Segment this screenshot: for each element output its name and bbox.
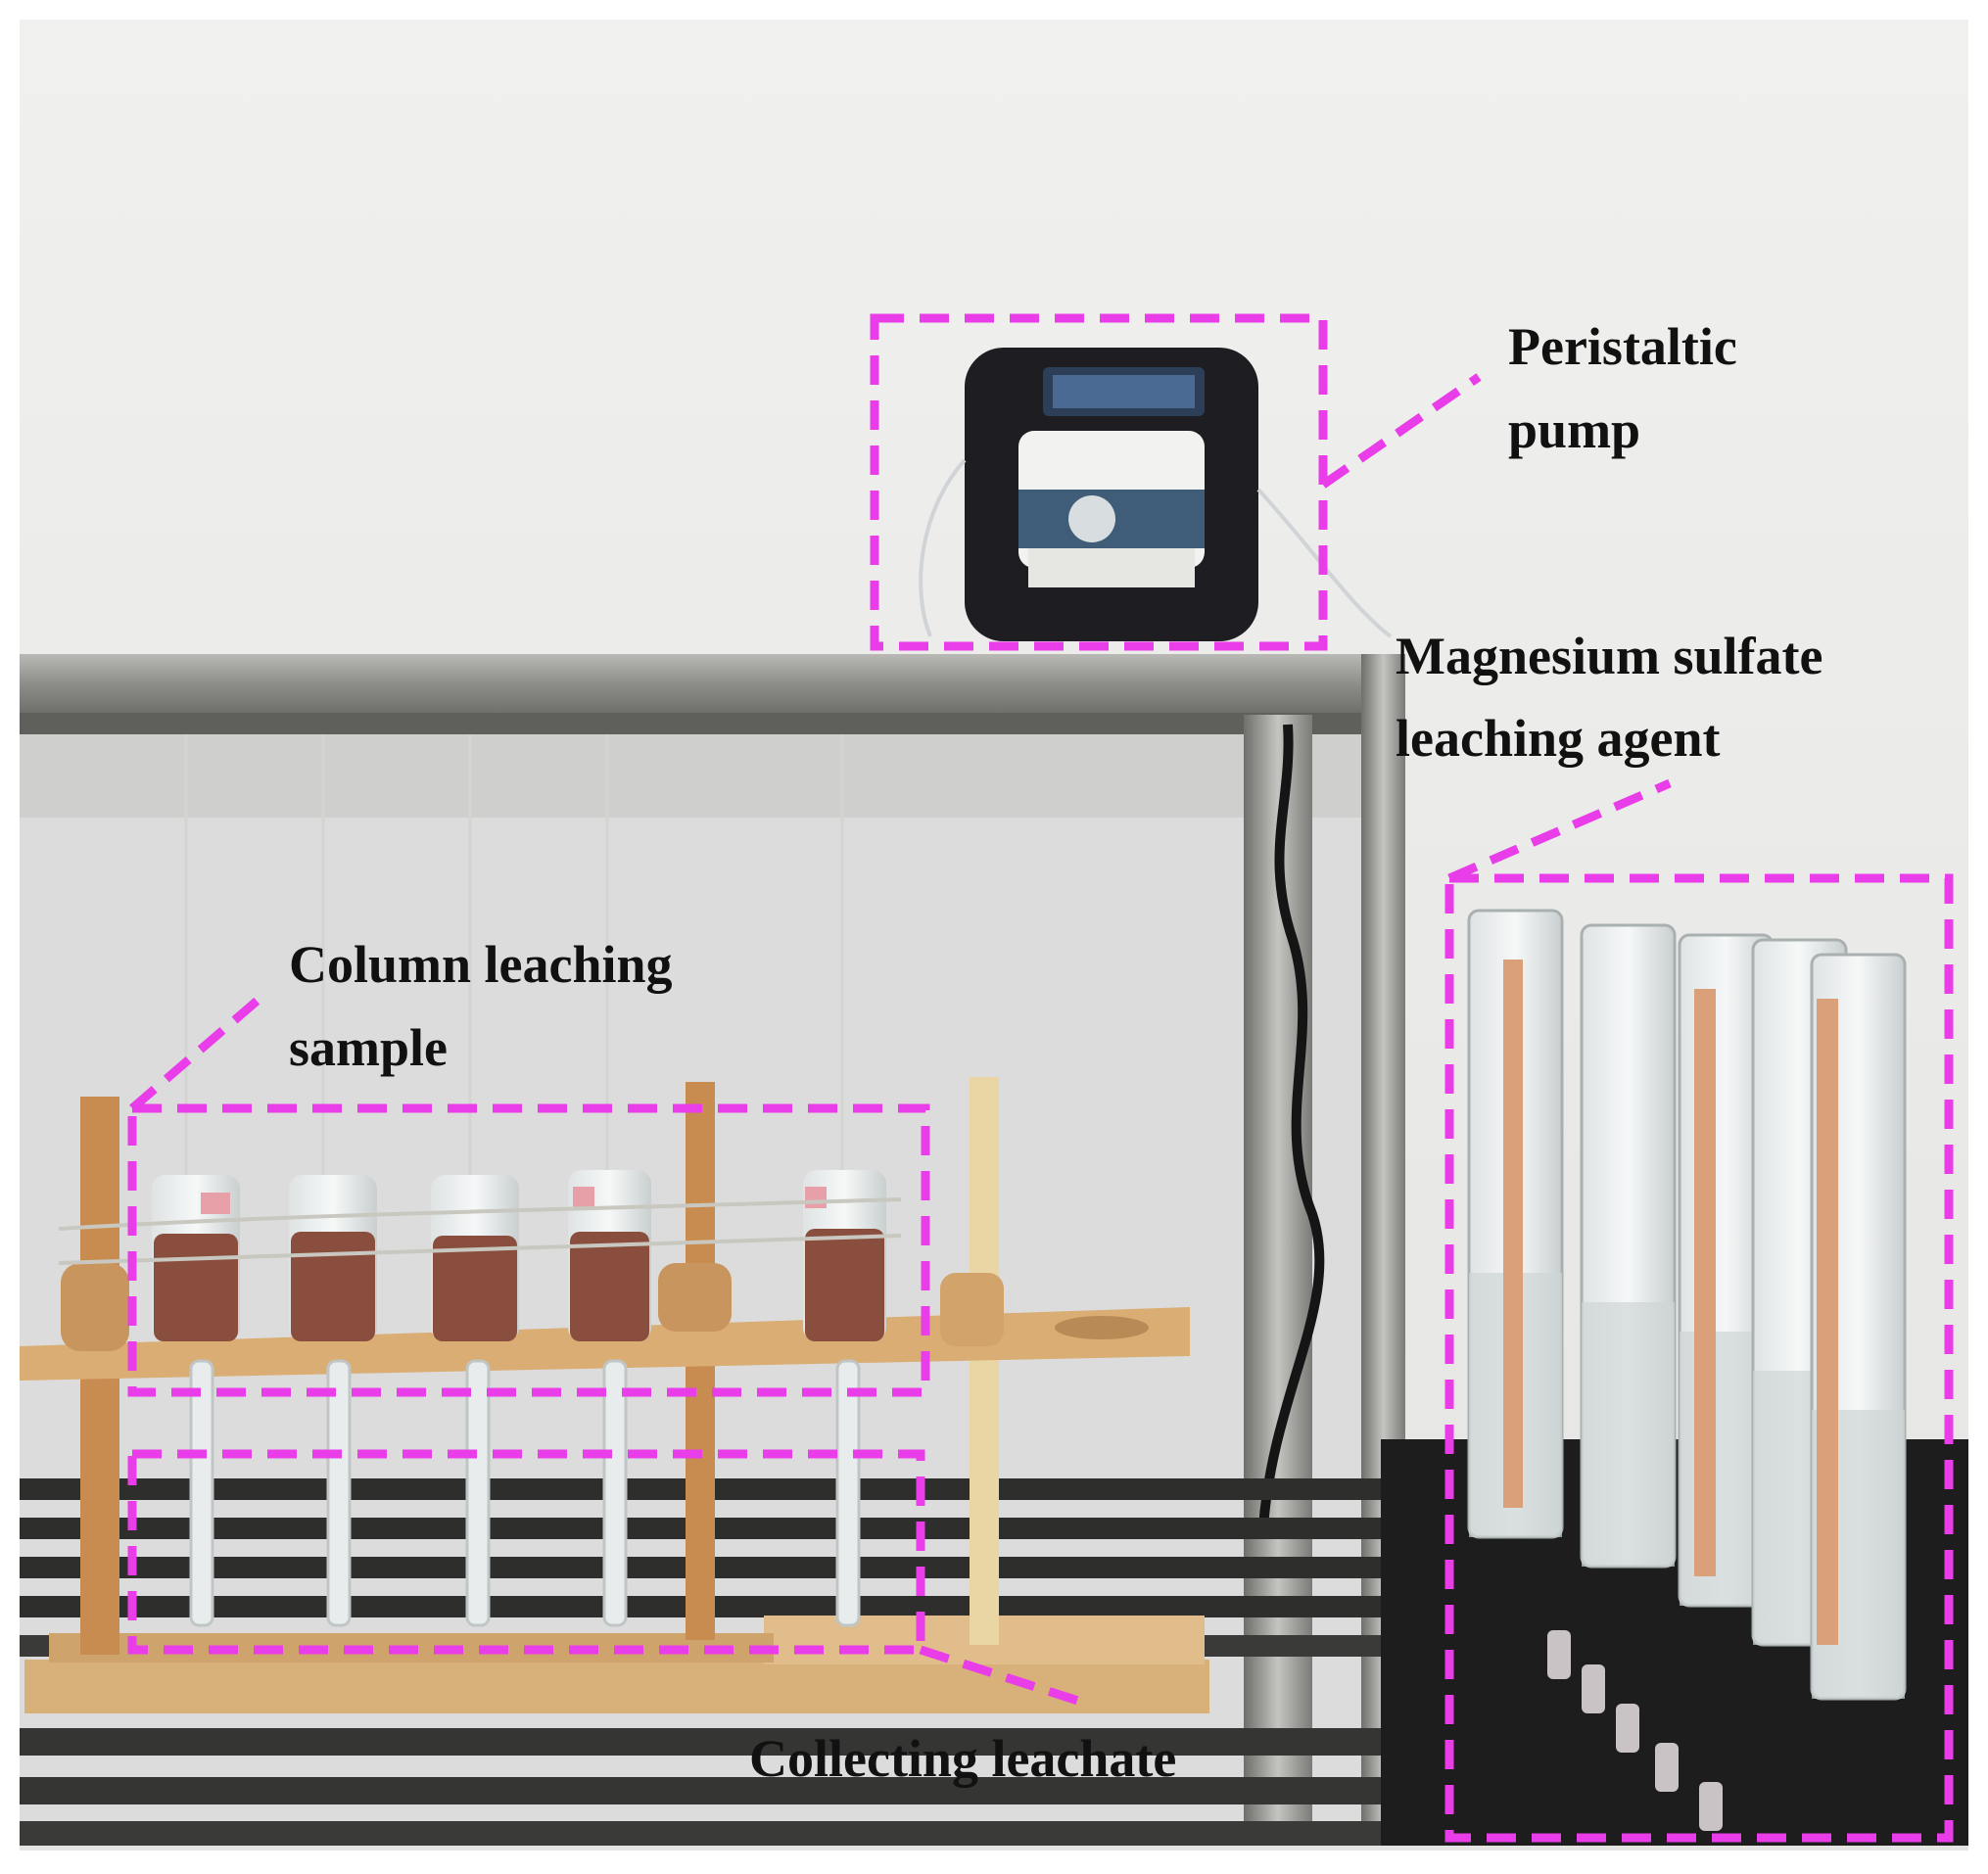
label-collecting-leachate: Collecting leachate	[749, 1729, 1177, 1788]
rack-post	[970, 1077, 999, 1645]
vials	[1547, 1630, 1723, 1831]
label-peristaltic-pump-line-2: pump	[1508, 400, 1641, 459]
leachate-highlight-box	[127, 1449, 925, 1655]
collection-tubes	[189, 1359, 861, 1627]
shelf-top	[20, 654, 1396, 713]
rack-shelf-board	[20, 1307, 1190, 1381]
cylinders-highlight-box	[1444, 873, 1954, 1843]
label-peristaltic-pump-line-1: Peristaltic	[1508, 317, 1737, 376]
label-column-leaching-line-2: sample	[289, 1018, 448, 1077]
label-magnesium-sulfate-line-1: Magnesium sulfate	[1396, 627, 1823, 685]
label-magnesium-sulfate-line-2: leaching agent	[1396, 709, 1721, 768]
graduated-cylinders	[1467, 909, 1907, 1701]
peristaltic-pump	[919, 348, 1393, 641]
rack-base-board	[24, 1660, 1209, 1713]
power-cable	[1258, 724, 1325, 1528]
label-column-leaching-line-1: Column leaching	[289, 935, 673, 994]
leader-lines	[129, 373, 1672, 1709]
